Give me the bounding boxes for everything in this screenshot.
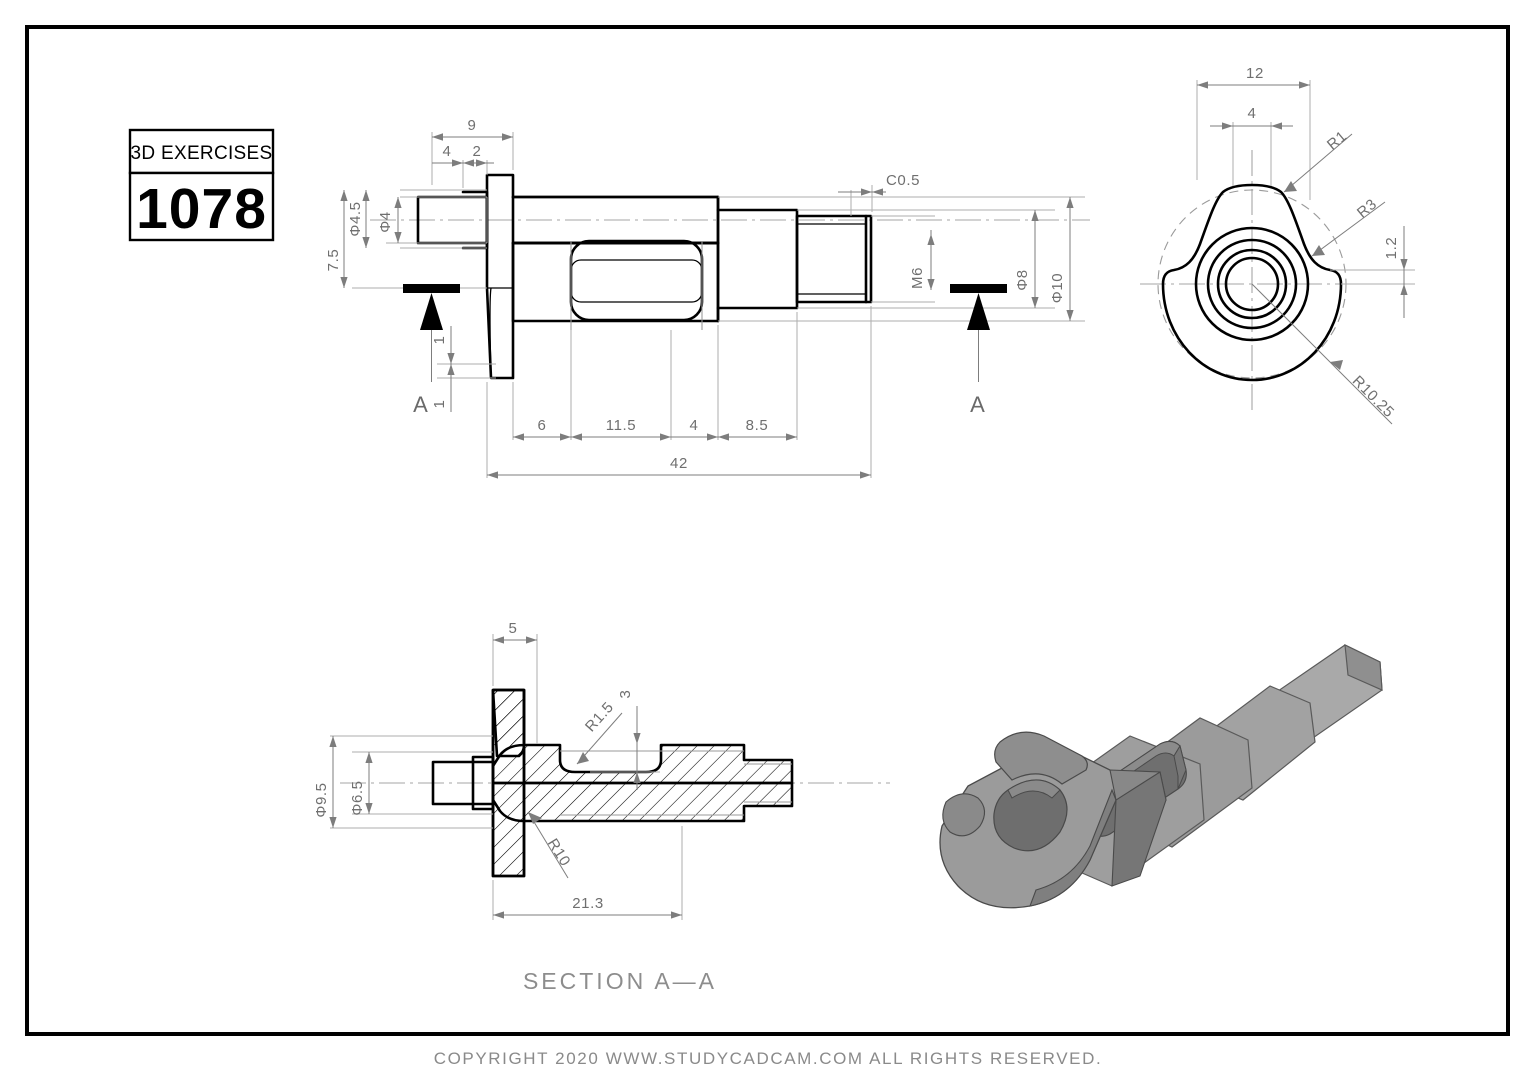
dim-9: 9 [432,117,513,141]
dim-dia-4: Φ4 [377,197,402,243]
dim-2-top: 2 [463,143,494,167]
flange-blend-top [491,688,526,768]
dim-dia-9-5: Φ9.5 [313,736,337,828]
title-block: 3D EXERCISES 1078 [128,128,275,242]
dim-4-top: 4 [432,143,463,167]
flange-rect-top [491,688,526,785]
footer-copyright: COPYRIGHT 2020 WWW.STUDYCADCAM.COM ALL R… [434,1049,1103,1068]
section-mark-left: A [403,284,460,417]
dim-3-text: 3 [617,690,634,699]
dim-c05: C0.5 [838,172,920,216]
section-mark-right: A [950,284,1007,417]
dim-chain-4-text: 4 [690,417,699,434]
iso-pilot-pin [942,793,986,837]
body-bottom-profile [522,781,794,823]
dim-4-cam-text: 4 [1248,105,1257,122]
dim-7-5: 7.5 [325,190,348,288]
dim-1-2-text: 1.2 [1383,237,1400,260]
title-block-number: 1078 [136,177,267,241]
title-block-number-cell [128,171,275,242]
dim-1-lower-text: 1 [431,400,448,409]
dim-overall-42-text: 42 [670,455,688,472]
dim-7-5-text: 7.5 [325,249,342,272]
dim-chain-85-text: 8.5 [746,417,769,434]
dim-1-upper: 1 [431,326,455,364]
dim-1-lower: 1 [431,364,455,412]
section-mark-left-label: A [413,392,429,417]
dim-dia-8: Φ8 [1014,210,1039,308]
iso-thread-end-face [1344,643,1383,691]
hub-circle-outer [1194,226,1310,342]
iso-cam-nose [994,731,1088,785]
dim-5-text: 5 [509,620,518,637]
section-pilot-collar [471,755,495,811]
dim-4-top-text: 4 [443,143,452,160]
dim-21-3-text: 21.3 [572,895,604,912]
cam-profile-outline [1161,183,1343,382]
dim-dia-9-5-text: Φ9.5 [313,782,330,817]
dim-m6: M6 [909,230,935,290]
iso-cam-bore-lip [1007,779,1061,799]
dim-dia-10: Φ10 [1049,197,1074,321]
dim-3: 3 [617,690,641,790]
dim-overall-42: 42 [487,455,871,479]
dim-1-upper-text: 1 [431,336,448,345]
dim-5: 5 [493,620,537,644]
section-caption: SECTION A—A [523,968,717,994]
sheet-border [25,25,1510,1036]
iso-cam-rim-shade [1029,788,1117,907]
section-mark-right-label: A [970,392,986,417]
dim-chain-6-text: 6 [538,417,547,434]
dim-c05-text: C0.5 [886,172,920,189]
iso-flange-side [1111,771,1167,887]
dim-12: 12 [1197,65,1310,89]
dim-dia-6-5-text: Φ6.5 [349,780,366,815]
front-elevation-view: 9 4 2 C0.5 [325,117,1090,479]
dim-dia-8-text: Φ8 [1014,269,1031,291]
cam-flange-chamfer [489,287,492,379]
dim-12-text: 12 [1246,65,1264,82]
dim-m6-text: M6 [909,267,926,289]
dim-dia-4-5: Φ4.5 [347,190,370,248]
dim-dia-4-5-text: Φ4.5 [347,201,364,236]
dim-1-2: 1.2 [1383,226,1408,318]
dim-2-top-text: 2 [473,143,482,160]
dim-dia-10-text: Φ10 [1049,273,1066,303]
dim-dia-4-text: Φ4 [377,211,394,233]
flange-blend-bottom [491,798,526,878]
hub-circle-2 [1206,238,1298,330]
flange-rect-bottom [491,781,526,878]
dim-9-text: 9 [468,117,477,134]
title-block-heading: 3D EXERCISES [131,143,273,164]
dim-21-3: 21.3 [493,895,682,919]
dim-chain: 6 11.5 4 8.5 [513,417,797,441]
hub-circle-inner [1224,256,1280,312]
dim-4-cam: 4 [1210,105,1293,130]
cam-flange-outline [485,173,515,380]
dim-dia-6-5: Φ6.5 [349,752,373,816]
isometric-3d-view [939,643,1383,909]
dim-chain-115-text: 11.5 [606,417,636,434]
iso-slot-wall [1173,744,1187,790]
hub-circle-3 [1216,248,1288,320]
